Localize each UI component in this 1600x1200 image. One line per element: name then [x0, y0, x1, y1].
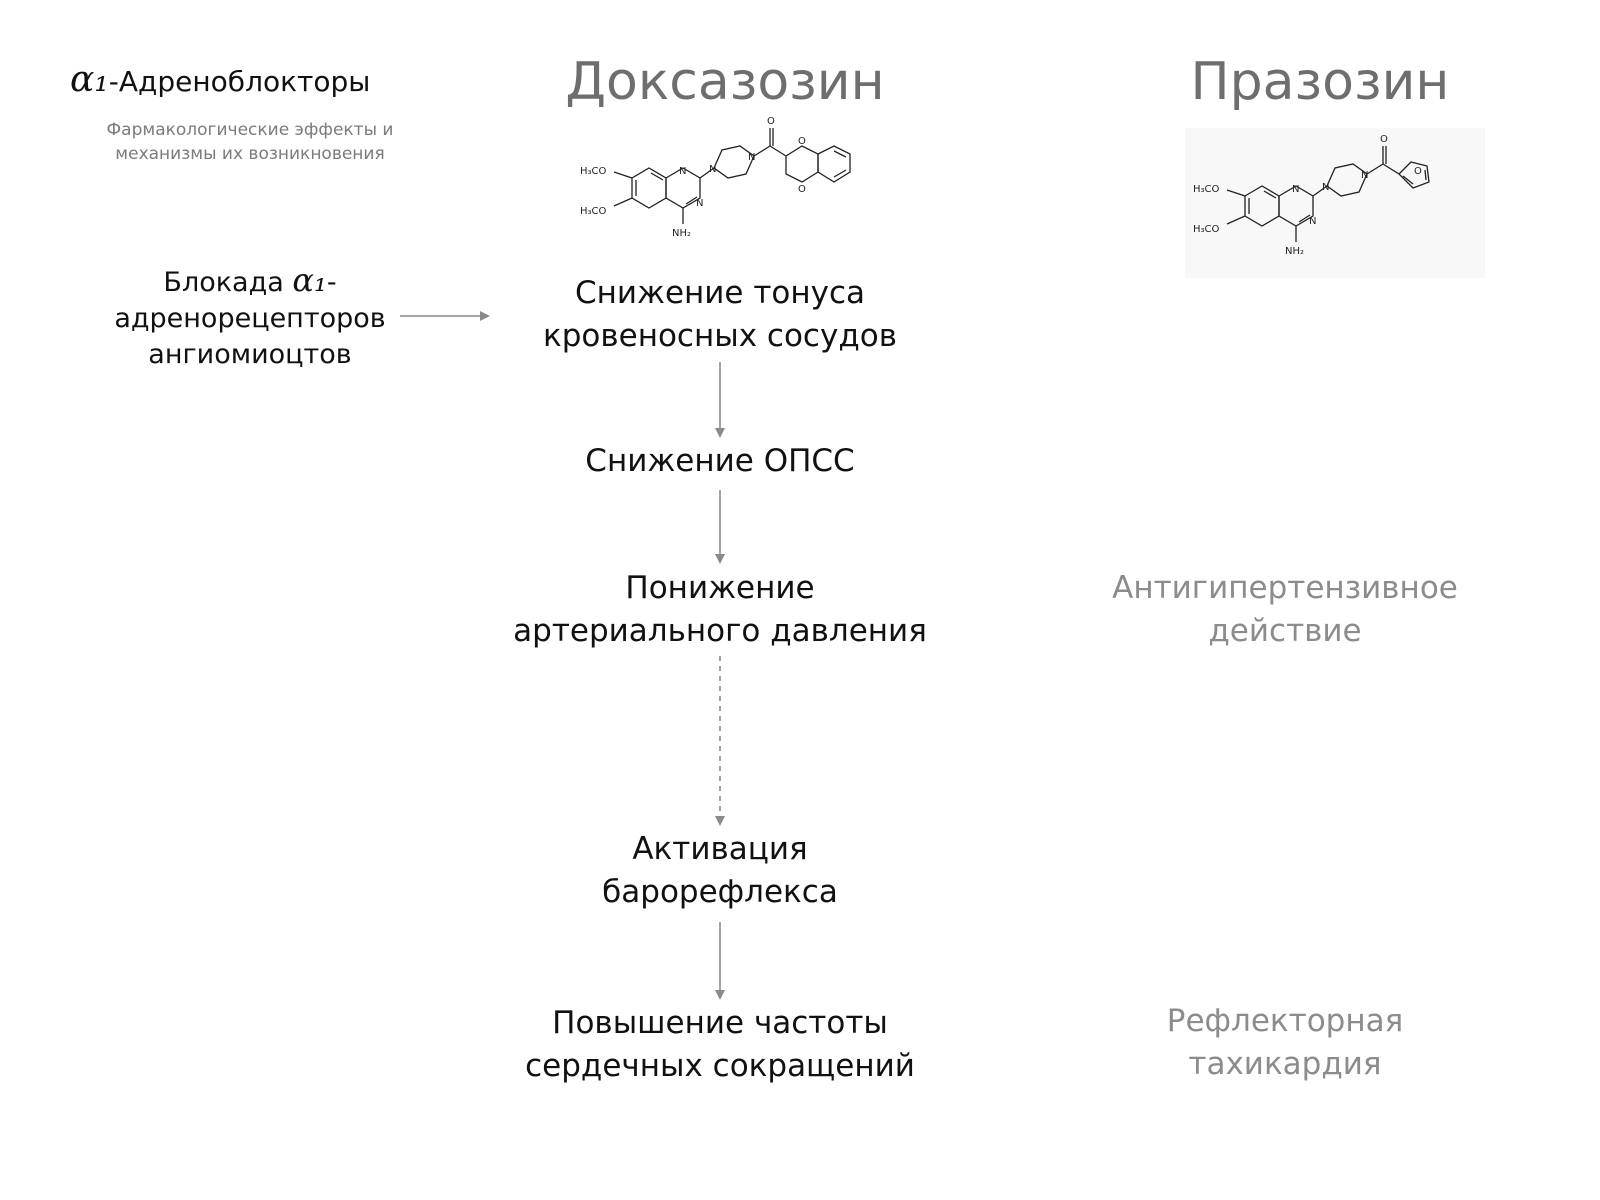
node-baroreflex: Активация барорефлекса [470, 828, 970, 914]
node-blood-pressure: Понижение артериального давления [470, 567, 970, 653]
prazosin-nh2-label: NH₂ [1285, 246, 1304, 257]
node-baroreflex-line2: барорефлекса [602, 874, 838, 910]
prazosin-structure: H₃CO H₃CO N N N N O O NH₂ [1185, 128, 1485, 278]
effect-tachycardia-line2: тахикардия [1188, 1046, 1382, 1082]
doxazosin-title: Доксазозин [565, 52, 885, 112]
node-blood-pressure-line2: артериального давления [513, 613, 927, 649]
node-heart-rate-line1: Повышение частоты [552, 1005, 888, 1041]
doxazosin-o-label-2: O [798, 184, 806, 195]
doxazosin-n-label-1: N [679, 166, 686, 177]
node-baroreflex-line1: Активация [632, 831, 808, 867]
effect-tachycardia-line1: Рефлекторная [1166, 1003, 1404, 1039]
blockade-prefix: Блокада [163, 267, 284, 298]
diagram-header: α₁-Адреноблокторы Фармакологические эффе… [70, 62, 430, 165]
prazosin-n-label-2: N [1309, 216, 1316, 227]
doxazosin-nh2-label: NH₂ [672, 228, 691, 239]
effect-antihypertensive-line2: действие [1208, 613, 1362, 649]
doxazosin-h3co-label-top: H₃CO [580, 166, 607, 177]
blockade-alpha-symbol: α₁ [292, 261, 327, 299]
blockade-suffix: - [326, 267, 337, 298]
node-vascular-tone-line1: Снижение тонуса [574, 275, 866, 311]
blockade-line2: адренорецепторов [114, 303, 386, 334]
node-heart-rate: Повышение частоты сердечных сокращений [470, 1002, 970, 1088]
node-vascular-tone: Снижение тонуса кровеносных сосудов [470, 272, 970, 358]
prazosin-h3co-label-top: H₃CO [1193, 184, 1220, 195]
prazosin-h3co-label-bottom: H₃CO [1193, 224, 1220, 235]
doxazosin-structure: H₃CO H₃CO N N N N O O O NH₂ [580, 116, 851, 239]
blockade-node: Блокада α₁- адренорецепторов ангиомиоцто… [80, 262, 420, 373]
header-subtitle: Фармакологические эффекты и механизмы их… [106, 120, 394, 164]
header-title-text: -Адреноблокторы [108, 65, 371, 98]
doxazosin-h3co-label-bottom: H₃CO [580, 206, 607, 217]
prazosin-n-label-1: N [1292, 184, 1299, 195]
doxazosin-o-label-carbonyl: O [767, 116, 775, 127]
node-opss-line1: Снижение ОПСС [585, 443, 855, 479]
doxazosin-o-label-1: O [798, 136, 806, 147]
prazosin-n-label-4: N [1361, 170, 1368, 181]
effect-antihypertensive-line1: Антигипертензивное [1112, 570, 1458, 606]
node-vascular-tone-line2: кровеносных сосудов [542, 318, 897, 354]
prazosin-o-label-carbonyl: O [1380, 134, 1388, 145]
node-blood-pressure-line1: Понижение [625, 570, 815, 606]
doxazosin-n-label-3: N [709, 164, 716, 175]
blockade-line3: ангиомиоцтов [148, 339, 352, 370]
prazosin-o-label-furan: O [1414, 166, 1422, 177]
node-opss: Снижение ОПСС [470, 440, 970, 483]
header-alpha-symbol: α₁ [70, 59, 109, 100]
prazosin-title: Празозин [1190, 52, 1450, 112]
prazosin-n-label-3: N [1322, 182, 1329, 193]
effect-antihypertensive: Антигипертензивное действие [1085, 567, 1485, 653]
blockade-line1: Блокада α₁- [80, 262, 420, 301]
doxazosin-n-label-4: N [748, 152, 755, 163]
effect-tachycardia: Рефлекторная тахикардия [1085, 1000, 1485, 1086]
doxazosin-n-label-2: N [696, 198, 703, 209]
node-heart-rate-line2: сердечных сокращений [525, 1048, 915, 1084]
header-title: α₁-Адреноблокторы [70, 62, 430, 100]
